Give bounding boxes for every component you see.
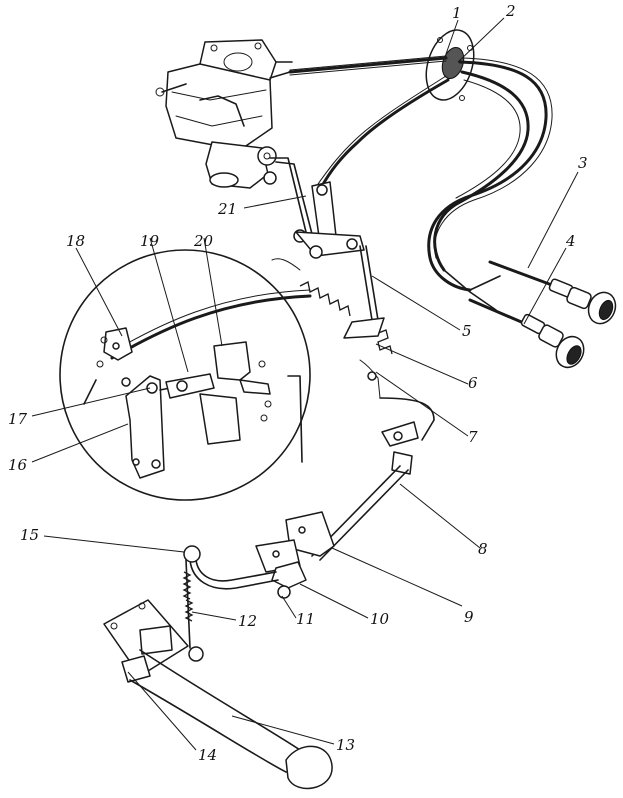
dash-grommet	[425, 29, 475, 101]
callout-9: 9	[464, 608, 474, 626]
callout-13: 13	[336, 736, 355, 754]
callout-11: 11	[296, 610, 315, 628]
callout-16: 16	[8, 456, 28, 474]
callout-6: 6	[468, 374, 478, 392]
cross-shaft	[183, 397, 435, 599]
callout-18: 18	[66, 232, 85, 250]
callout-4: 4	[565, 232, 576, 250]
pedal-assembly	[103, 559, 333, 790]
callout-5: 5	[462, 322, 472, 340]
callout-leaders	[31, 17, 579, 751]
callout-8: 8	[478, 540, 488, 558]
detail-inset	[59, 249, 312, 501]
callout-2: 2	[505, 2, 516, 20]
throttle-cable	[288, 55, 448, 76]
return-spring	[271, 258, 393, 399]
carburetor	[155, 39, 293, 189]
callout-7: 7	[468, 428, 478, 446]
callout-19: 19	[140, 232, 160, 250]
choke-cable	[317, 75, 450, 188]
choke-knob	[468, 298, 585, 369]
callout-10: 10	[370, 610, 390, 628]
callout-15: 15	[20, 526, 39, 544]
callout-12: 12	[238, 612, 257, 630]
callout-1: 1	[452, 4, 462, 22]
callout-21: 21	[217, 200, 237, 218]
upper-linkage	[269, 157, 379, 321]
throttle-knob	[488, 260, 617, 325]
callout-3: 3	[578, 154, 588, 172]
callout-14: 14	[198, 746, 217, 764]
callout-numbers: 1 2 3 4 5 6 7 8 9 10 11 12 13 14 15 16 1…	[8, 2, 588, 764]
callout-17: 17	[8, 410, 28, 428]
callout-20: 20	[193, 232, 214, 250]
cable-housings	[427, 57, 553, 311]
